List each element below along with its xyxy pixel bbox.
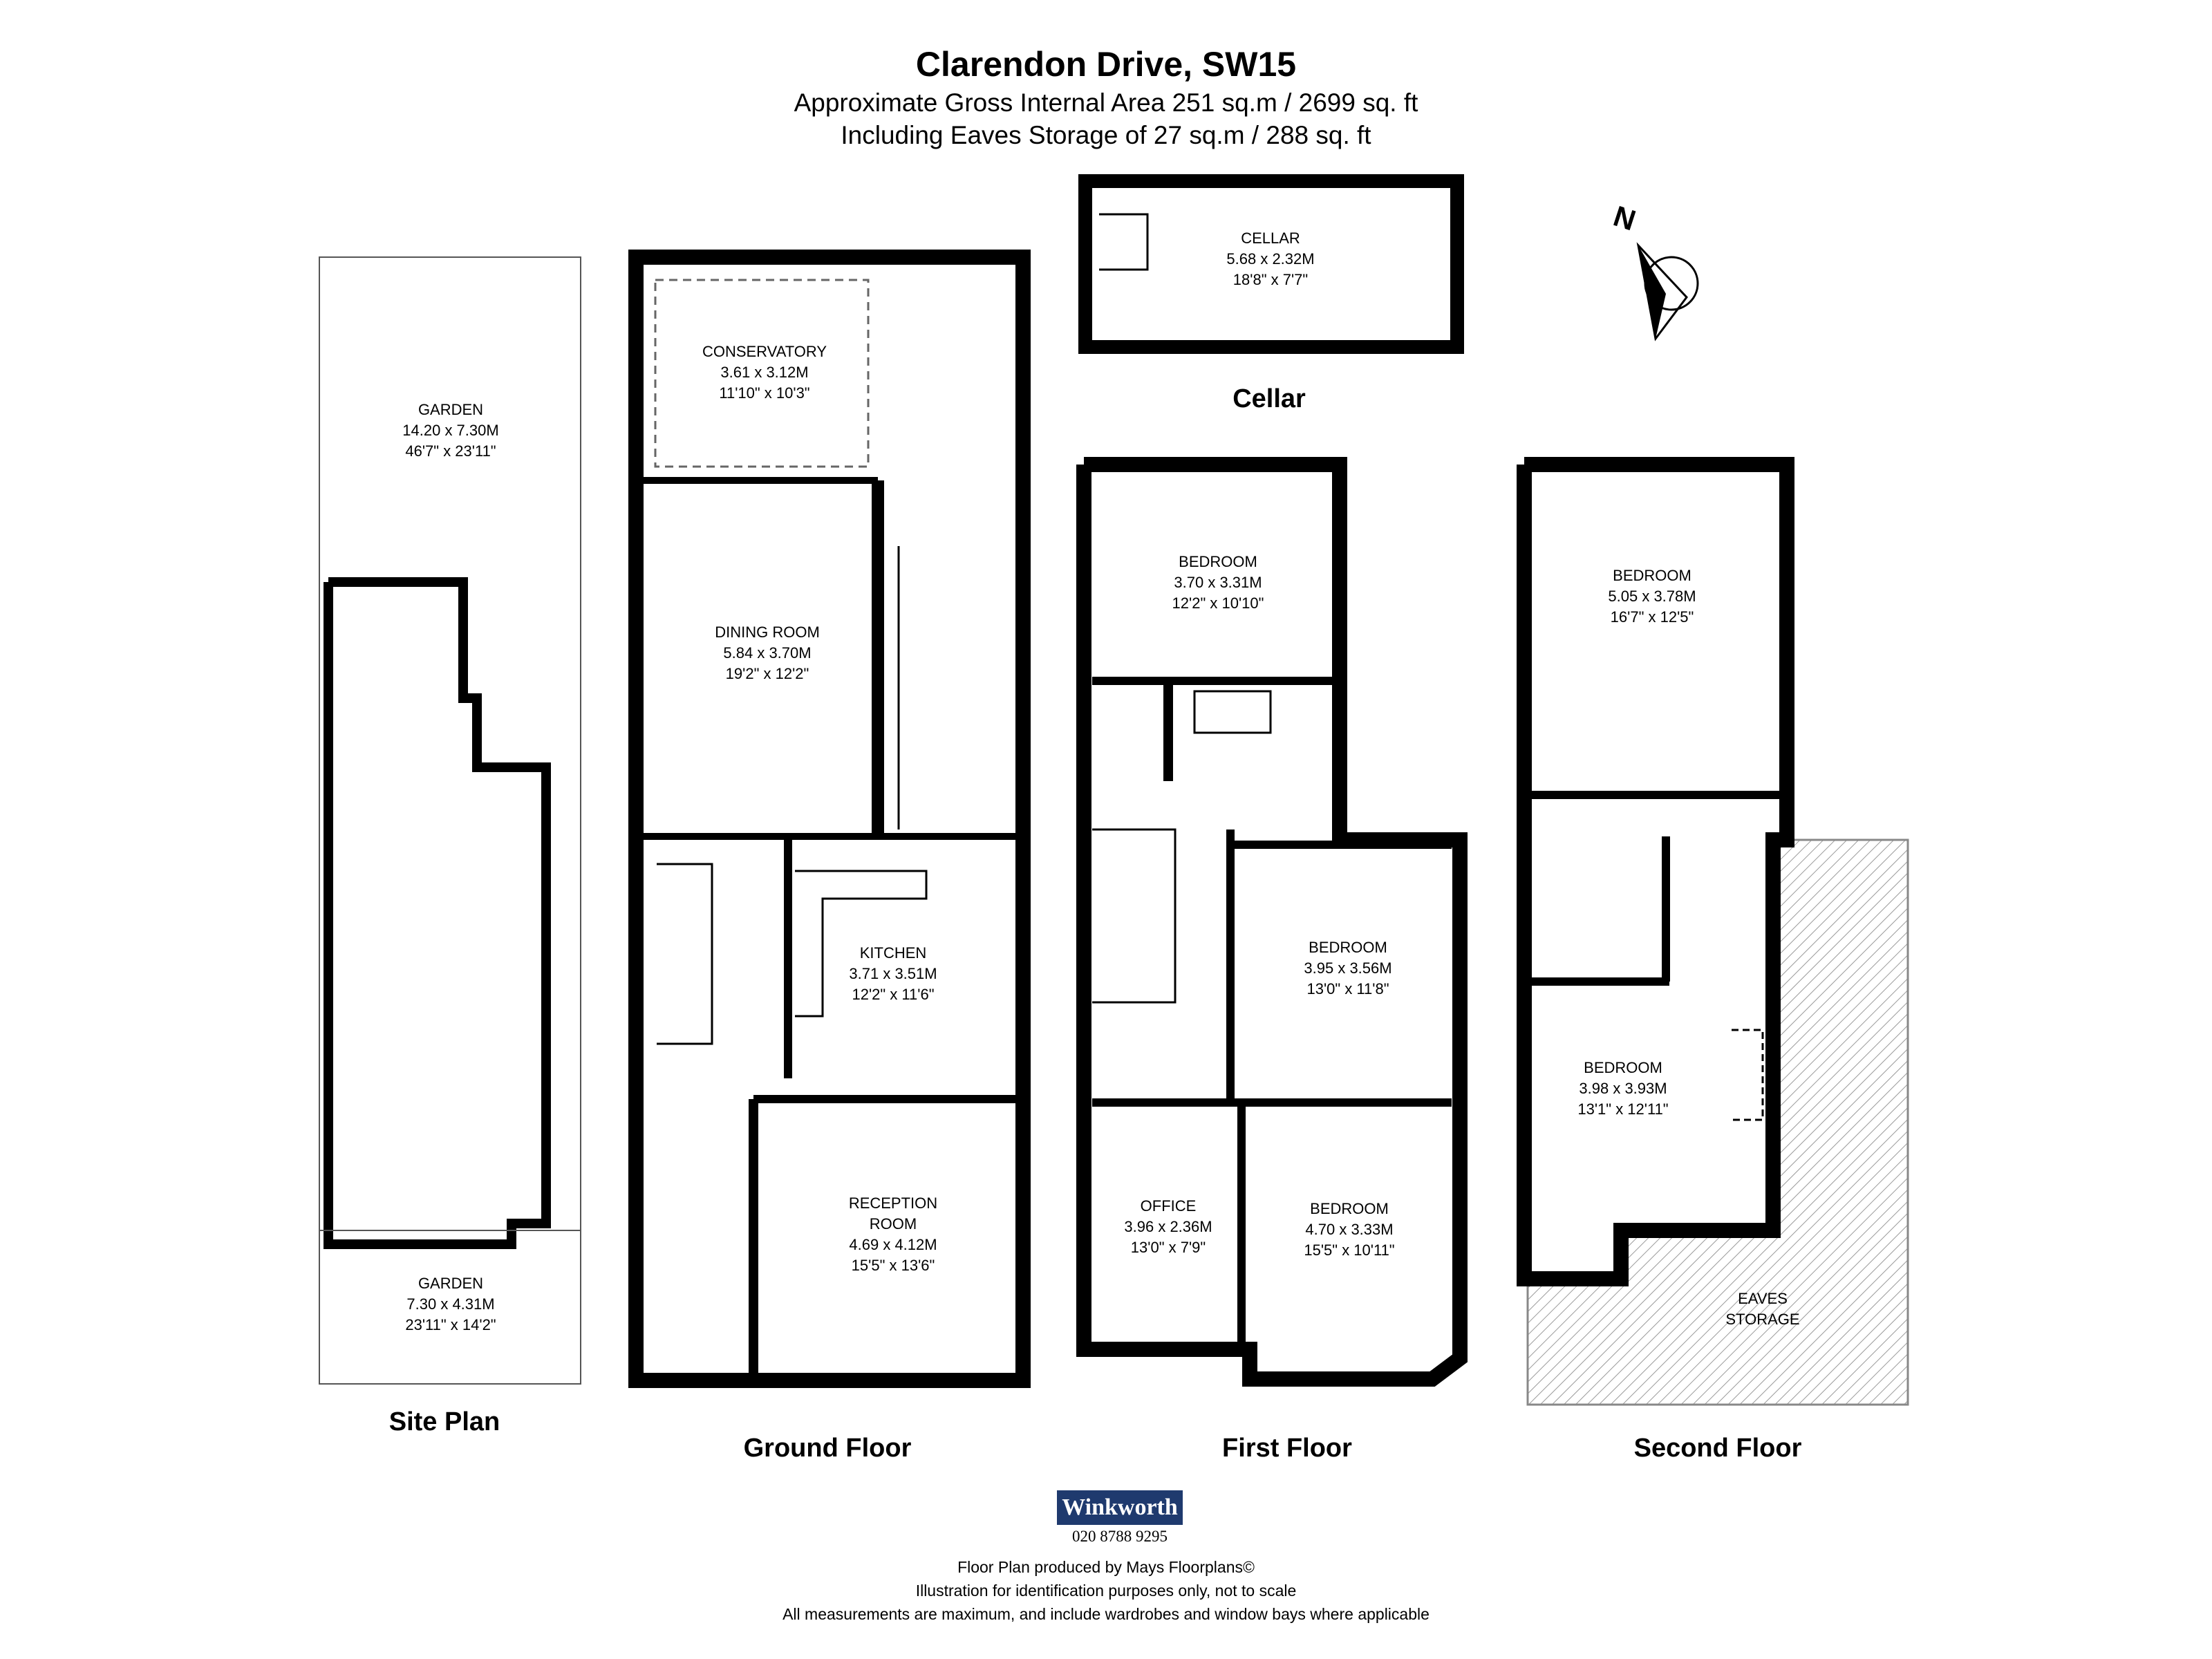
ground-outer-wall: [628, 250, 1031, 1388]
stairs-first: [1092, 828, 1177, 1004]
cellar-plan: [1078, 174, 1464, 354]
label-second-floor: Second Floor: [1633, 1434, 1802, 1463]
cellar-wall: [1078, 174, 1464, 354]
kitchen-counter: [795, 870, 928, 1018]
agent-phone: 020 8788 9295: [1072, 1528, 1168, 1545]
label-ground-floor: Ground Floor: [743, 1434, 912, 1463]
area-summary: Approximate Gross Internal Area 251 sq.m…: [794, 88, 1418, 117]
second-floor-plan: [1517, 457, 1909, 1406]
ff-bath: [1193, 690, 1272, 734]
site-house-outline: [324, 577, 551, 1249]
site-plan: [319, 256, 581, 1385]
eaves-summary: Including Eaves Storage of 27 sq.m / 288…: [841, 121, 1371, 149]
footer-measurements-note: All measurements are maximum, and includ…: [782, 1605, 1430, 1623]
plan-title: Clarendon Drive, SW15: [915, 45, 1297, 84]
footer-disclaimer: Illustration for identification purposes…: [915, 1582, 1297, 1600]
second-outer-wall: [1517, 457, 1794, 1286]
label-first-floor: First Floor: [1222, 1434, 1352, 1463]
label-cellar: Cellar: [1232, 384, 1306, 413]
cellar-stairs: [1099, 213, 1149, 271]
sf-loft-hatch: [1732, 1029, 1764, 1121]
agent-logo: Winkworth: [1057, 1490, 1183, 1525]
label-site-plan: Site Plan: [388, 1407, 500, 1436]
first-floor-plan: [1076, 457, 1468, 1387]
compass-icon: [1636, 242, 1699, 341]
ground-floor-plan: [628, 250, 1031, 1388]
first-outer-wall: [1076, 457, 1468, 1387]
conservatory-glazing: [654, 279, 870, 468]
stairs-ground: [657, 863, 713, 1045]
site-boundary: [319, 256, 581, 1385]
footer-producer: Floor Plan produced by Mays Floorplans©: [957, 1558, 1255, 1576]
